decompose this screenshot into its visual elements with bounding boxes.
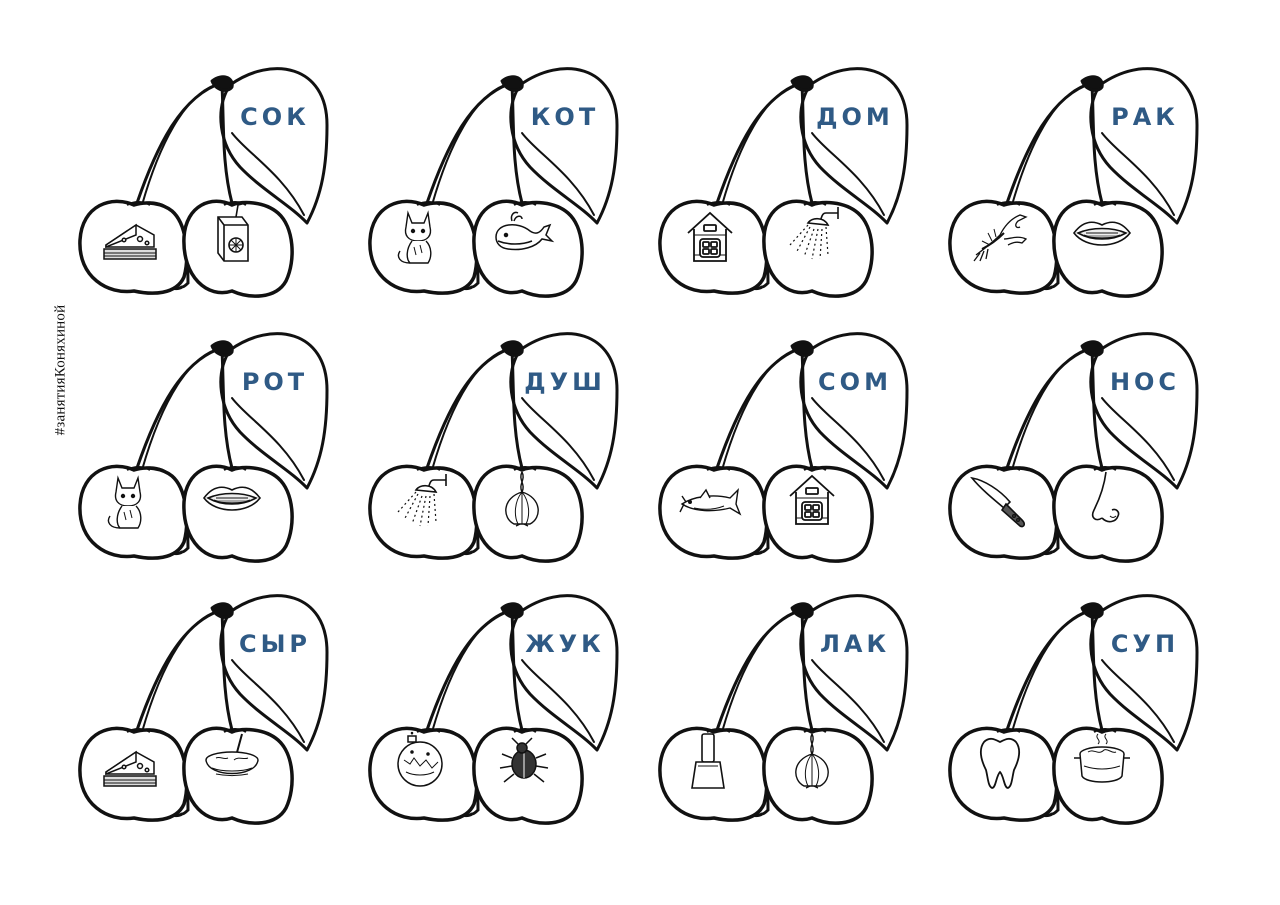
crayfish-icon [970,205,1030,265]
cherry-outline-icon [78,594,329,825]
cherry-card: СЫР [72,582,332,832]
watermark: #занятияКоняхиной [52,304,69,436]
tooth-icon [970,732,1030,792]
mouth-icon [202,468,262,528]
cherry-card: РОТ [72,320,332,570]
juice-box-icon [202,202,262,263]
cherry-outline-icon [368,332,619,563]
card-word: СЫР [238,630,312,658]
cherry-card: ДУШ [362,320,622,570]
beetle-icon [492,730,552,790]
card-word: СУП [1110,630,1180,658]
soup-bowl-icon [202,730,262,790]
cherry-card: ДОМ [652,55,912,305]
card-word: ЛАК [819,630,891,658]
card-word: СОК [240,103,310,131]
cherry-card: СОМ [652,320,912,570]
mouth-icon [1072,203,1132,263]
house-icon [782,468,842,528]
cherry-card: РАК [942,55,1202,305]
cat-icon [100,470,160,530]
card-word: СОМ [818,368,892,396]
nose-icon [1072,468,1132,528]
card-word: РОТ [241,368,309,396]
cherry-card: КОТ [362,55,622,305]
cheese-icon [100,732,160,792]
cherry-outline-icon [658,332,909,563]
shower-icon [390,470,450,530]
onion-icon [782,730,842,790]
cherry-outline-icon [948,67,1199,298]
card-word: ЖУК [525,630,605,658]
cherry-outline-icon [368,67,619,298]
onion-icon [492,468,552,528]
cherry-card: СОК [72,55,332,305]
cherry-outline-icon [368,594,619,825]
cherry-outline-icon [78,67,329,298]
soup-pot-icon [1072,730,1132,790]
cherry-outline-icon [78,332,329,563]
card-word: НОС [1109,368,1181,396]
whale-icon [492,203,555,263]
ornament-ball-icon [390,731,450,792]
cheese-icon [100,205,160,265]
cherry-outline-icon [948,332,1199,563]
nail-polish-icon [680,732,740,792]
cherry-card: СУП [942,582,1202,832]
knife-icon [970,470,1030,530]
cat-icon [390,205,450,265]
card-word: КОТ [530,103,600,131]
card-word: ДОМ [816,103,894,131]
cherry-outline-icon [948,594,1199,825]
cherry-card: ЛАК [652,582,912,832]
cherry-card: НОС [942,320,1202,570]
catfish-icon [679,470,742,530]
house-icon [680,205,740,265]
card-word: ДУШ [524,368,606,396]
shower-icon [782,203,842,263]
cherry-card: ЖУК [362,582,622,832]
cherry-outline-icon [658,594,909,825]
cherry-outline-icon [658,67,909,298]
card-word: РАК [1111,103,1179,131]
